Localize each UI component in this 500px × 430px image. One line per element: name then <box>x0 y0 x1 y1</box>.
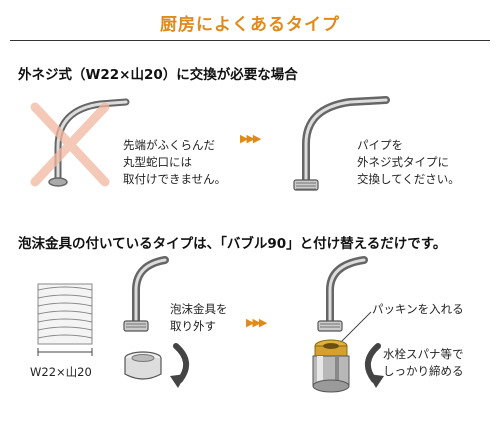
packing-caption: パッキンを入れる <box>372 302 464 316</box>
bubble90-faucet-illustration <box>317 256 368 332</box>
page-title: 厨房によくあるタイプ <box>160 15 340 35</box>
section-foam-heading: 泡沫金具の付いているタイプは、「バブル90」と付け替えるだけです。 <box>18 236 447 252</box>
packing-pointer-line <box>338 311 372 345</box>
cross-mark <box>30 102 110 187</box>
aerator-faucet-illustration <box>123 256 169 332</box>
tighten-arrow-icon <box>365 343 384 388</box>
rotate-arrow-icon <box>170 343 189 388</box>
aerator-part-icon <box>124 351 162 380</box>
round-faucet-illustration <box>30 98 130 187</box>
step-arrow-2: ▶▶▶ <box>246 316 267 329</box>
thread-diagram <box>37 283 93 356</box>
bad-faucet-caption: 先端がふくらんだ 丸型蛇口には 取付けできません。 <box>123 138 227 186</box>
bubble90-part-icon <box>312 339 350 393</box>
thread-spec-label: W22×山20 <box>30 365 92 379</box>
good-faucet-caption: パイプを 外ネジ式タイプに 交換してください。 <box>357 138 460 186</box>
step-arrow-1: ▶▶▶ <box>240 132 261 145</box>
section-screw-heading: 外ネジ式（W22×山20）に交換が必要な場合 <box>18 67 298 83</box>
threaded-faucet-illustration <box>293 96 390 191</box>
remove-aerator-caption: 泡沫金具を 取り外す <box>170 302 228 333</box>
title-divider <box>10 40 490 41</box>
tighten-caption: 水栓スパナ等で しっかり締める <box>383 347 464 378</box>
